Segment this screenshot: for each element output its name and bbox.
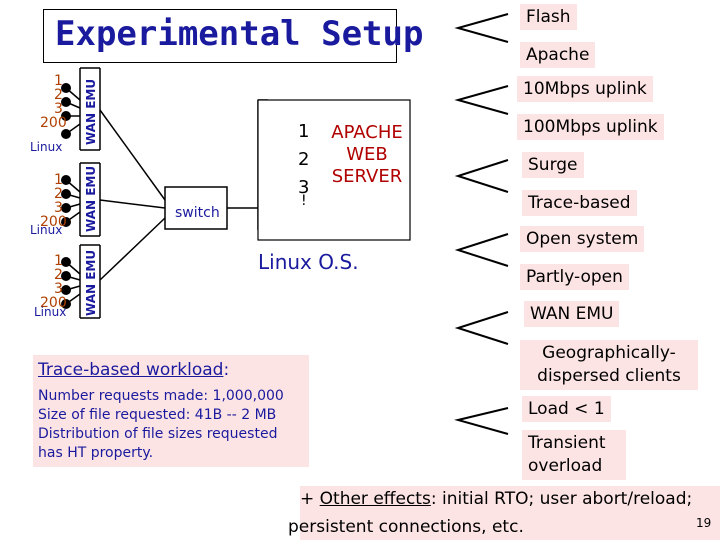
server-os-label: Linux O.S.: [258, 250, 359, 274]
client-num: 1: [54, 253, 63, 269]
trace-line: Size of file requested: 41B -- 2 MB: [38, 407, 277, 423]
tag-geographically-dispersed: Geographically-dispersed clients: [520, 340, 698, 390]
uplinks: [99, 109, 166, 281]
trace-lines: Number requests made: 1,000,000 Size of …: [38, 387, 284, 463]
server-num: 1: [298, 121, 310, 142]
footer-other-effects: Other effects: [319, 489, 431, 509]
server-label-line: SERVER: [331, 166, 403, 187]
cluster-3-outline: [79, 244, 101, 319]
tag-wan-emu: WAN EMU: [524, 301, 620, 327]
title-box: [43, 9, 397, 63]
footer-box: + Other effects: initial RTO; user abort…: [288, 486, 720, 540]
footer-line-2: persistent connections, etc.: [288, 517, 524, 537]
trace-line: has HT property.: [38, 445, 154, 461]
server-num: 3: [298, 177, 310, 198]
footer-line-1: + Other effects: initial RTO; user abort…: [300, 486, 692, 512]
cluster-2-wan-emu: WAN EMU: [84, 165, 98, 232]
client-num: 3: [54, 101, 63, 117]
server-label: APACHE WEB SERVER: [322, 122, 412, 188]
trace-heading-colon: :: [223, 360, 230, 380]
trace-heading: Trace-based workload: [38, 360, 224, 380]
switch-box: [164, 186, 228, 230]
client-num: 2: [54, 267, 63, 283]
tag-trace-based: Trace-based: [522, 190, 637, 216]
server-process-numbers: 1 2 3 !: [298, 118, 310, 209]
client-num: 200: [40, 115, 67, 131]
cluster-1-outline: [79, 67, 101, 151]
client-num: 3: [54, 281, 63, 297]
trace-heading-row: Trace-based workload:: [38, 360, 229, 380]
tag-load-lt-1: Load < 1: [522, 396, 611, 422]
client-num: 1: [54, 73, 63, 89]
tag-open-system: Open system: [520, 226, 645, 252]
switch-label: switch: [175, 205, 220, 221]
trace-workload-box: Trace-based workload: Number requests ma…: [33, 355, 309, 467]
cluster-2: 1 2 3 200: [40, 172, 67, 229]
footer-rest: : initial RTO; user abort/reload;: [430, 489, 693, 509]
cluster-3: 1 2 3 200: [40, 253, 67, 310]
server-num: 2: [298, 149, 310, 170]
cluster-3-wan-emu: WAN EMU: [84, 249, 98, 316]
cluster-2-outline: [79, 162, 101, 237]
trace-line: Distribution of file sizes requested: [38, 426, 278, 442]
trace-line: Number requests made: 1,000,000: [38, 388, 284, 404]
client-num: 200: [40, 295, 67, 311]
tag-transient-overload: Transient overload: [522, 430, 626, 480]
server-box: [257, 99, 411, 241]
client-num: 1: [54, 172, 63, 188]
server-num: !: [301, 193, 307, 209]
tag-100mbps-uplink: 100Mbps uplink: [517, 114, 664, 140]
cluster-1-wan-emu: WAN EMU: [84, 78, 98, 145]
server-label-line: WEB: [346, 144, 388, 165]
page-title: Experimental Setup: [55, 14, 424, 54]
tag-flash: Flash: [520, 4, 577, 30]
tag-10mbps-uplink: 10Mbps uplink: [517, 76, 653, 102]
footer-prefix: +: [300, 489, 320, 509]
bracket-connectors: [454, 13, 509, 435]
client-num: 3: [54, 200, 63, 216]
tag-apache: Apache: [520, 42, 596, 68]
client-num: 2: [54, 87, 63, 103]
client-num: 2: [54, 186, 63, 202]
cluster-3-os: Linux: [34, 305, 67, 319]
server-label-line: APACHE: [331, 122, 403, 143]
tag-surge: Surge: [522, 152, 584, 178]
cluster-1-os: Linux: [30, 140, 63, 154]
cluster-1: 1 2 3 200: [40, 73, 67, 130]
page-number: 19: [696, 516, 712, 530]
cluster-2-os: Linux: [30, 223, 63, 237]
client-links: [65, 87, 81, 305]
client-num: 200: [40, 214, 67, 230]
tag-partly-open: Partly-open: [520, 264, 629, 290]
